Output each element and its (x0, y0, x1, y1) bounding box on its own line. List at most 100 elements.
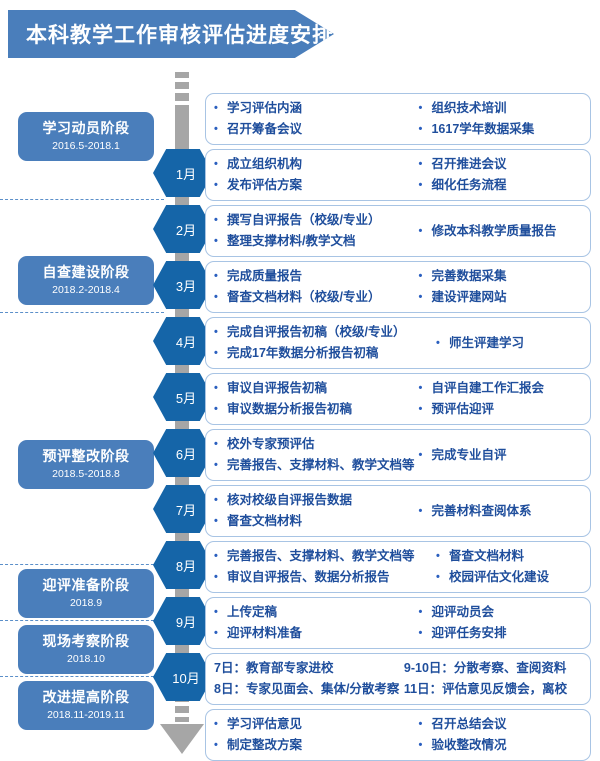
stage-box-self-inspection[interactable]: 自查建设阶段 2018.2-2018.4 (18, 256, 154, 305)
task-text: 7日：教育部专家进校 (214, 661, 334, 675)
task-column-left: •成立组织机构•发布评估方案 (214, 154, 418, 196)
bullet-icon: • (214, 214, 218, 226)
task-row[interactable]: •上传定稿•迎评材料准备 •迎评动员会•迎评任务安排 (205, 597, 591, 649)
stage-name: 自查建设阶段 (42, 264, 130, 280)
task-text: 8日：专家见面会、集体/分散考察 (214, 682, 400, 696)
stage-range: 2018.11-2019.11 (47, 709, 125, 721)
task-row[interactable]: •完成自评报告初稿（校级/专业）•完成17年数据分析报告初稿 •师生评建学习 (205, 317, 591, 369)
task-text: 11日：评估意见反馈会，离校 (403, 682, 568, 696)
task-row[interactable]: •核对校级自评报告数据•督查文档材料 •完善材料查阅体系 (205, 485, 591, 537)
task-item: 8日：专家见面会、集体/分散考察 (214, 679, 404, 700)
task-text: 校园评估文化建设 (449, 570, 550, 584)
stage-box-study-mobilization[interactable]: 学习动员阶段 2016.5-2018.1 (18, 112, 154, 161)
stage-box-preparation[interactable]: 迎评准备阶段 2018.9 (18, 569, 154, 618)
task-row[interactable]: 7日：教育部专家进校 8日：专家见面会、集体/分散考察 9-10日：分散考察、查阅… (205, 653, 591, 705)
task-item: •建设评建网站 (418, 287, 584, 308)
task-item: •迎评材料准备 (214, 623, 418, 644)
task-column-left: • 撰写自评报告（校级/专业） •整理支撑材料/教学文档 (214, 210, 418, 252)
month-label: 4月 (175, 334, 197, 350)
task-row[interactable]: •学习评估意见•制定整改方案 •召开总结会议•验收整改情况 (205, 709, 591, 761)
task-text: 召开筹备会议 (227, 122, 303, 136)
task-row[interactable]: • 撰写自评报告（校级/专业） •整理支撑材料/教学文档 •修改本科教学质量报告 (205, 205, 591, 257)
month-badge-oct[interactable]: 10月 (153, 653, 213, 701)
stage-box-pre-evaluation[interactable]: 预评整改阶段 2018.5-2018.8 (18, 440, 154, 489)
bullet-icon: • (418, 102, 423, 114)
task-text: 组织技术培训 (431, 101, 507, 115)
task-text: 成立组织机构 (227, 157, 303, 171)
bullet-icon: • (418, 504, 423, 517)
task-item: •召开总结会议 (418, 714, 584, 735)
stage-range: 2016.5-2018.1 (52, 140, 120, 152)
task-text: 完成质量报告 (227, 269, 303, 283)
task-column-right: •完善数据采集•建设评建网站 (418, 266, 584, 308)
task-text: 完善报告、支撑材料、教学文档等 (227, 458, 415, 472)
bullet-icon: • (418, 448, 423, 461)
month-badge-jul[interactable]: 7月 (153, 485, 213, 533)
task-row[interactable]: •审议自评报告初稿•审议数据分析报告初稿 •自评自建工作汇报会•预评估迎评 (205, 373, 591, 425)
month-badge-sep[interactable]: 9月 (153, 597, 213, 645)
task-item: •细化任务流程 (418, 175, 584, 196)
task-column-left: •审议自评报告初稿•审议数据分析报告初稿 (214, 378, 418, 420)
stage-range: 2018.5-2018.8 (52, 468, 120, 480)
bullet-icon: • (214, 102, 218, 114)
task-item: •校园评估文化建设 (436, 567, 584, 588)
stage-name: 改进提高阶段 (42, 689, 130, 705)
task-row[interactable]: •校外专家预评估•完善报告、支撑材料、教学文档等 •完成专业自评 (205, 429, 591, 481)
bullet-icon: • (214, 718, 218, 730)
stage-box-improvement[interactable]: 改进提高阶段 2018.11-2019.11 (18, 681, 154, 730)
page-title: 本科教学工作审核评估进度安排 (26, 24, 334, 47)
bullet-icon: • (418, 718, 423, 730)
task-item: •督查文档材料（校级/专业） (214, 287, 418, 308)
stage-box-onsite-inspection[interactable]: 现场考察阶段 2018.10 (18, 625, 154, 674)
stage-separator (0, 199, 164, 200)
task-item: •审议数据分析报告初稿 (214, 399, 418, 420)
task-column-left: •学习评估意见•制定整改方案 (214, 714, 418, 756)
task-text: 上传定稿 (227, 605, 278, 619)
month-badge-apr[interactable]: 4月 (153, 317, 213, 365)
stage-name: 迎评准备阶段 (42, 577, 130, 593)
task-item: • 组织技术培训 (418, 98, 584, 119)
task-column-left: 7日：教育部专家进校 8日：专家见面会、集体/分散考察 (214, 658, 404, 700)
bullet-icon: • (214, 347, 218, 359)
task-item: •师生评建学习 (436, 333, 584, 354)
task-column-left: • 完成质量报告 •督查文档材料（校级/专业） (214, 266, 418, 308)
bullet-icon: • (418, 179, 423, 191)
task-column-right: •自评自建工作汇报会•预评估迎评 (418, 378, 584, 420)
stage-separator (0, 676, 164, 677)
month-badge-may[interactable]: 5月 (153, 373, 213, 421)
task-column-left: •完成自评报告初稿（校级/专业）•完成17年数据分析报告初稿 (214, 322, 436, 364)
task-row[interactable]: • 完成质量报告 •督查文档材料（校级/专业） •完善数据采集•建设评建网站 (205, 261, 591, 313)
bullet-icon: • (214, 291, 218, 303)
month-badge-jun[interactable]: 6月 (153, 429, 213, 477)
task-column-right: •修改本科教学质量报告 (418, 221, 584, 242)
month-badge-jan[interactable]: 1月 (153, 149, 213, 197)
task-text: 撰写自评报告（校级/专业） (227, 213, 381, 227)
task-item: •完善报告、支撑材料、教学文档等 (214, 546, 436, 567)
axis-dash-segment (175, 717, 189, 722)
task-item: •督查文档材料 (436, 546, 584, 567)
task-row[interactable]: •学习评估内涵•召开筹备会议 •组织技术培训•1617学年数据采集 (205, 93, 591, 145)
month-label: 7月 (175, 502, 197, 518)
axis-dash-segment (175, 82, 189, 89)
task-row[interactable]: •完善报告、支撑材料、教学文档等•审议自评报告、数据分析报告 •督查文档材料•校… (205, 541, 591, 593)
month-badge-feb[interactable]: 2月 (153, 205, 213, 253)
task-row[interactable]: •成立组织机构•发布评估方案 •召开推进会议•细化任务流程 (205, 149, 591, 201)
bullet-icon: • (214, 326, 218, 338)
bullet-icon: • (214, 270, 218, 282)
bullet-icon: • (418, 403, 423, 415)
task-item: •审议自评报告初稿 (214, 378, 418, 399)
task-item: •迎评任务安排 (418, 623, 584, 644)
task-text: 完成自评报告初稿（校级/专业） (227, 325, 406, 339)
task-text: 9-10日：分散考察、查阅资料 (403, 661, 567, 675)
bullet-icon: • (214, 179, 218, 191)
stage-name: 现场考察阶段 (42, 633, 130, 649)
month-badge-mar[interactable]: 3月 (153, 261, 213, 309)
task-item: •召开推进会议 (418, 154, 584, 175)
month-label: 9月 (175, 614, 197, 630)
task-column-right: •召开总结会议•验收整改情况 (418, 714, 584, 756)
task-item: •整理支撑材料/教学文档 (214, 231, 418, 252)
task-column-left: •完善报告、支撑材料、教学文档等•审议自评报告、数据分析报告 (214, 546, 436, 588)
month-badge-aug[interactable]: 8月 (153, 541, 213, 589)
task-text: 迎评动员会 (431, 605, 494, 619)
bullet-icon: • (214, 571, 218, 583)
